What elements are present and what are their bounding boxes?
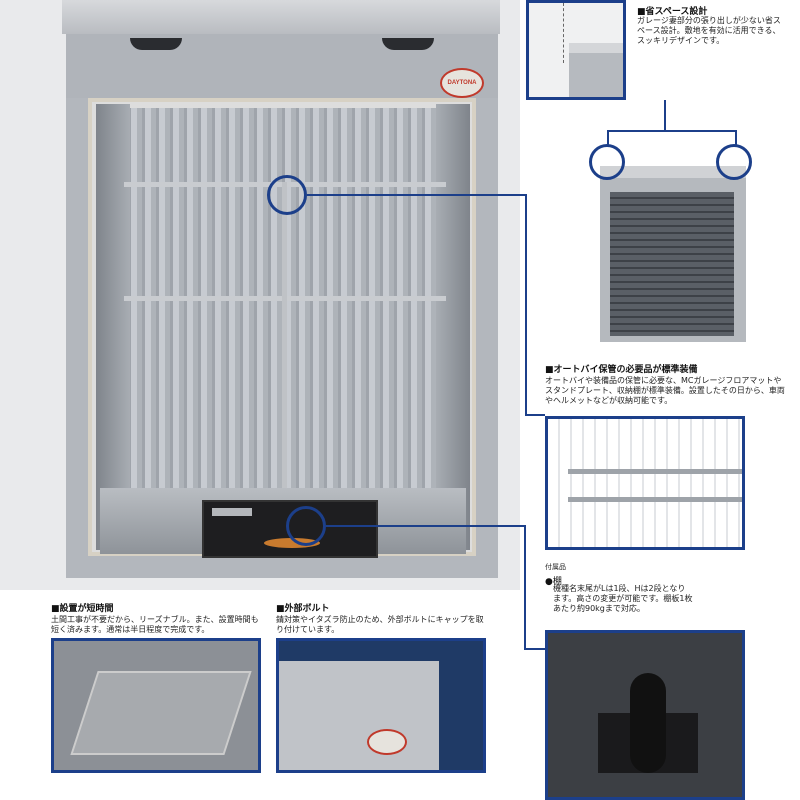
motorcycle-photo [545,630,745,800]
garage-frame-bottom [66,556,498,578]
callout-circle-mat [286,506,326,546]
bolt-title: ■外部ボルト [276,604,330,614]
connector-shelf-h [307,194,527,196]
garage-roof [62,0,500,34]
callout-circle-right-eave [716,144,752,180]
callout-circle-shelf [267,175,307,215]
space-saving-text: ガレージ妻部分の張り出しが少ない省スペース設計。敷地を有効に活用できる、スッキリ… [637,16,781,45]
space-saving-connector-l [607,130,609,146]
space-saving-connector-h [607,130,737,132]
logo-text: DAYTONA [447,80,477,86]
daytona-logo: DAYTONA [440,68,484,98]
space-saving-zoom-photo [526,0,626,100]
bolt-text: 錆対策やイタズラ防止のため、外部ボルトにキャップを取り付けています。 [276,615,484,634]
shelf-post [282,182,287,492]
space-saving-connector-v [664,100,666,130]
accessories-item-title: ●棚 [545,577,562,587]
install-title: ■設置が短時間 [51,604,114,614]
vent-left [130,38,182,50]
shelf-interior-photo [545,416,745,550]
accessories-item-text: 機種名末尾がLは1段、Hは2段となります。高さの変更が可能です。棚板1枚あたり約… [553,584,693,613]
callout-circle-left-eave [589,144,625,180]
garage-frame-left [66,98,88,578]
vent-right [382,38,434,50]
bolt-closeup-photo [276,638,486,773]
interior-left-wall [96,104,130,550]
install-base-photo [51,638,261,773]
equipment-title: ■オートバイ保管の必要品が標準装備 [545,365,698,375]
install-text: 土間工事が不要だから、リーズナブル。また、設置時間も短く済みます。通常は半日程度… [51,615,259,634]
connector-shelf-v [525,194,527,416]
connector-shelf-h2 [525,414,545,416]
space-saving-title: ■省スペース設計 [637,7,708,17]
equipment-text: オートバイや装備品の保管に必要な、MCガレージフロアマットやスタンドプレート、収… [545,376,785,405]
connector-mat-h2 [524,648,546,650]
accessories-label: 付属品 [545,563,566,571]
space-saving-connector-r [735,130,737,146]
garage-frame-right [476,98,498,578]
roller-shutter [610,192,734,336]
connector-mat-h [326,525,526,527]
main-garage-photo: DAYTONA [0,0,520,590]
interior-right-wall [436,104,470,550]
connector-mat-v [524,525,526,650]
shuttered-garage-photo [600,166,746,342]
